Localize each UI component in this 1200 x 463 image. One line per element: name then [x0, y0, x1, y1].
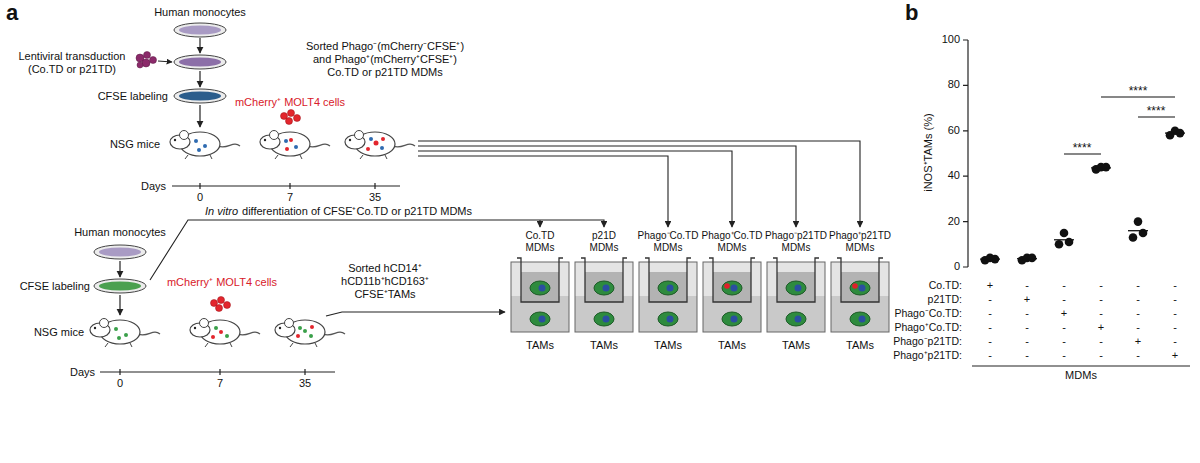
step-label: Lentiviral transduction (Co.TD or p21TD) [10, 50, 134, 76]
transwell-node: p21D MDMsTAMs [573, 230, 635, 352]
table-cell: - [1025, 349, 1029, 362]
step-label: Human monocytes [74, 226, 166, 239]
table-cell: - [1136, 279, 1140, 292]
table-cell: - [1173, 279, 1177, 292]
top-workflow [136, 23, 860, 227]
transwell-node: Phago⁺Co.TD MDMsTAMs [701, 230, 763, 352]
step-label: CFSE labeling [20, 280, 90, 293]
day-number: 35 [299, 377, 311, 390]
step-label: In vitro [205, 205, 238, 218]
table-cell: - [1025, 307, 1029, 320]
row-label: Phago⁻p21TD: [893, 335, 962, 348]
row-label: Phago⁺p21TD: [893, 349, 962, 362]
sort-label: Sorted Phago⁻(mCherry⁻CFSE⁺) and Phago⁺(… [300, 40, 470, 80]
significance-mark: **** [1129, 84, 1148, 98]
table-cell: - [1136, 293, 1140, 306]
tick-label: 100 [942, 33, 960, 46]
significance-mark: **** [1147, 104, 1166, 118]
panel-letter: b [905, 0, 918, 26]
sort-label: Sorted hCD14⁺ hCD11b⁺hCD163⁺ CFSE⁺TAMs [330, 262, 440, 302]
day-number: 0 [197, 191, 203, 204]
tick-label: 60 [948, 124, 960, 137]
table-cell: - [1136, 349, 1140, 362]
tick-label: 20 [948, 215, 960, 228]
table-cell: + [987, 279, 993, 292]
table-cell: - [1062, 293, 1066, 306]
mouse-label: NSG mice [110, 138, 160, 151]
table-cell: - [988, 293, 992, 306]
well-content-label: TAMs [526, 339, 554, 352]
tick-label: 0 [954, 260, 960, 273]
table-cell: - [988, 307, 992, 320]
table-cell: + [1024, 293, 1030, 306]
day-number: 7 [217, 377, 223, 390]
dot-plot [963, 40, 1190, 366]
table-cell: - [1136, 307, 1140, 320]
row-label: p21TD: [928, 293, 962, 306]
table-cell: - [988, 349, 992, 362]
bottom-workflow [90, 220, 604, 375]
well-heading: Phago⁻p21TD MDMs [765, 230, 827, 254]
row-label: Phago⁻Co.TD: [894, 307, 962, 320]
table-cell: - [1173, 335, 1177, 348]
table-cell: - [1062, 279, 1066, 292]
day-number: 7 [287, 191, 293, 204]
transwell-node: Phago⁻p21TD MDMsTAMs [765, 230, 827, 352]
table-cell: + [1172, 349, 1178, 362]
axis-title: iNOS⁺TAMs (%) [921, 114, 934, 192]
table-cell: + [1061, 307, 1067, 320]
step-label: differentiation of CFSE⁺Co.TD or p21TD M… [242, 205, 472, 218]
significance-mark: **** [1073, 141, 1092, 155]
day-number: 0 [117, 377, 123, 390]
well-heading: Phago⁺p21TD MDMs [829, 230, 891, 254]
mouse-label: NSG mice [34, 326, 84, 339]
transwell-set [511, 258, 889, 332]
step-label: CFSE labeling [98, 90, 168, 103]
tick-label: 80 [948, 78, 960, 91]
table-cell: - [1099, 293, 1103, 306]
table-cell: - [988, 321, 992, 334]
transwell-node: Phago⁻Co.TD MDMsTAMs [637, 230, 699, 352]
well-heading: p21D MDMs [590, 230, 619, 254]
well-heading: Phago⁻Co.TD MDMs [638, 230, 699, 254]
tick-label: 40 [948, 169, 960, 182]
table-cell: - [1025, 335, 1029, 348]
row-label: Phago⁺Co.TD: [894, 321, 962, 334]
well-heading: Co.TD MDMs [526, 230, 555, 254]
table-cell: + [1098, 321, 1104, 334]
cell-label: mCherry⁺ MOLT4 cells [167, 276, 277, 289]
panel-letter: a [6, 0, 18, 26]
table-cell: - [1062, 349, 1066, 362]
well-heading: Phago⁺Co.TD MDMs [702, 230, 763, 254]
group-label: MDMs [1065, 369, 1097, 382]
table-cell: - [1099, 349, 1103, 362]
table-cell: - [1062, 321, 1066, 334]
table-cell: - [1136, 321, 1140, 334]
well-content-label: TAMs [782, 339, 810, 352]
axis-label: Days [70, 366, 95, 379]
well-content-label: TAMs [718, 339, 746, 352]
table-cell: + [1135, 335, 1141, 348]
table-cell: - [1025, 279, 1029, 292]
transwell-node: Phago⁺p21TD MDMsTAMs [829, 230, 891, 352]
cell-label: mCherry⁺ MOLT4 cells [235, 96, 345, 109]
well-content-label: TAMs [654, 339, 682, 352]
step-label: Human monocytes [154, 6, 246, 19]
axis-label: Days [141, 180, 166, 193]
table-cell: - [1099, 307, 1103, 320]
well-content-label: TAMs [846, 339, 874, 352]
well-content-label: TAMs [590, 339, 618, 352]
table-cell: - [1173, 293, 1177, 306]
table-cell: - [988, 335, 992, 348]
table-cell: - [1099, 335, 1103, 348]
table-cell: - [1099, 279, 1103, 292]
table-cell: - [1025, 321, 1029, 334]
table-cell: - [1062, 335, 1066, 348]
row-label: Co.TD: [929, 279, 962, 292]
table-cell: - [1173, 321, 1177, 334]
transwell-node: Co.TD MDMsTAMs [509, 230, 571, 352]
day-number: 35 [369, 191, 381, 204]
table-cell: - [1173, 307, 1177, 320]
